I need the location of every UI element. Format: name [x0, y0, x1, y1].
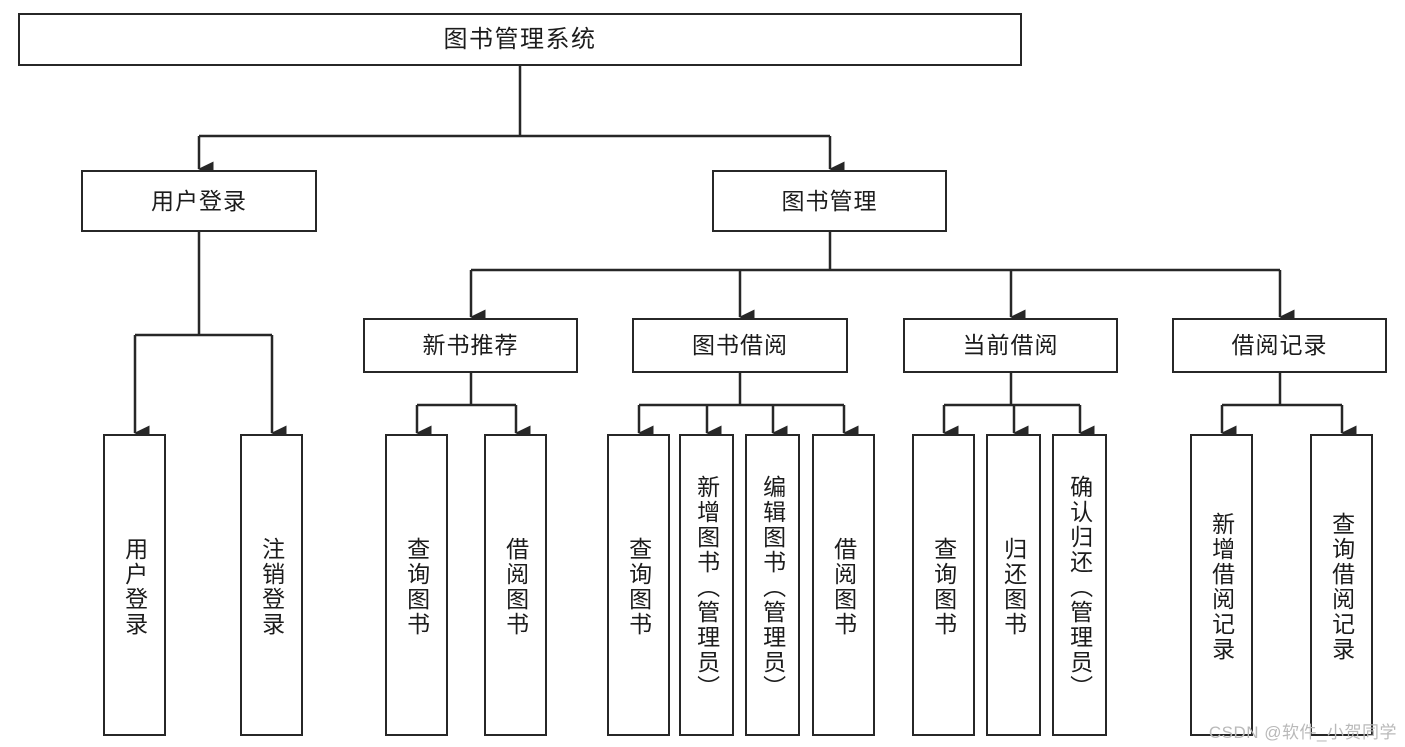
node-leaf-logout[interactable]: 注销登录	[240, 434, 303, 736]
node-root[interactable]: 图书管理系统	[18, 13, 1022, 66]
node-leaf-radd[interactable]: 新增借阅记录	[1190, 434, 1253, 736]
node-label: 用户登录	[121, 537, 148, 637]
node-label: 新增借阅记录	[1208, 512, 1235, 662]
watermark-text: CSDN @软件_小贺同学	[1208, 723, 1397, 742]
node-bookmgmt[interactable]: 图书管理	[712, 170, 947, 232]
node-leaf-cconfirm[interactable]: 确认归还（管理员）	[1052, 434, 1107, 736]
node-label: 借阅记录	[1231, 332, 1328, 359]
node-leaf-login[interactable]: 用户登录	[103, 434, 166, 736]
node-label: 新书推荐	[422, 332, 519, 359]
node-label: 注销登录	[258, 537, 285, 637]
node-borrow[interactable]: 图书借阅	[632, 318, 848, 373]
node-label: 借阅图书	[830, 537, 857, 637]
node-label: 确认归还（管理员）	[1066, 474, 1093, 700]
node-leaf-nb-borrow[interactable]: 借阅图书	[484, 434, 547, 736]
node-label: 查询借阅记录	[1328, 512, 1355, 662]
node-label: 当前借阅	[962, 332, 1059, 359]
node-label: 查询图书	[930, 537, 957, 637]
node-leaf-creturn[interactable]: 归还图书	[986, 434, 1041, 736]
node-login[interactable]: 用户登录	[81, 170, 317, 232]
node-leaf-bborrow[interactable]: 借阅图书	[812, 434, 875, 736]
node-leaf-bedit[interactable]: 编辑图书（管理员）	[745, 434, 800, 736]
node-label: 编辑图书（管理员）	[759, 474, 786, 700]
node-leaf-rquery[interactable]: 查询借阅记录	[1310, 434, 1373, 736]
node-label: 图书借阅	[692, 332, 788, 359]
node-leaf-nb-query[interactable]: 查询图书	[385, 434, 448, 736]
node-label: 图书管理系统	[443, 25, 597, 53]
node-label: 查询图书	[625, 537, 652, 637]
node-label: 新增图书（管理员）	[693, 474, 720, 700]
node-label: 用户登录	[151, 187, 247, 214]
node-label: 图书管理	[781, 187, 878, 214]
node-newbook[interactable]: 新书推荐	[363, 318, 578, 373]
node-records[interactable]: 借阅记录	[1172, 318, 1387, 373]
node-leaf-badd[interactable]: 新增图书（管理员）	[679, 434, 734, 736]
node-label: 查询图书	[403, 537, 430, 637]
node-label: 归还图书	[1000, 537, 1027, 637]
node-current[interactable]: 当前借阅	[903, 318, 1118, 373]
node-leaf-bq[interactable]: 查询图书	[607, 434, 670, 736]
node-label: 借阅图书	[502, 537, 529, 637]
node-leaf-cq[interactable]: 查询图书	[912, 434, 975, 736]
